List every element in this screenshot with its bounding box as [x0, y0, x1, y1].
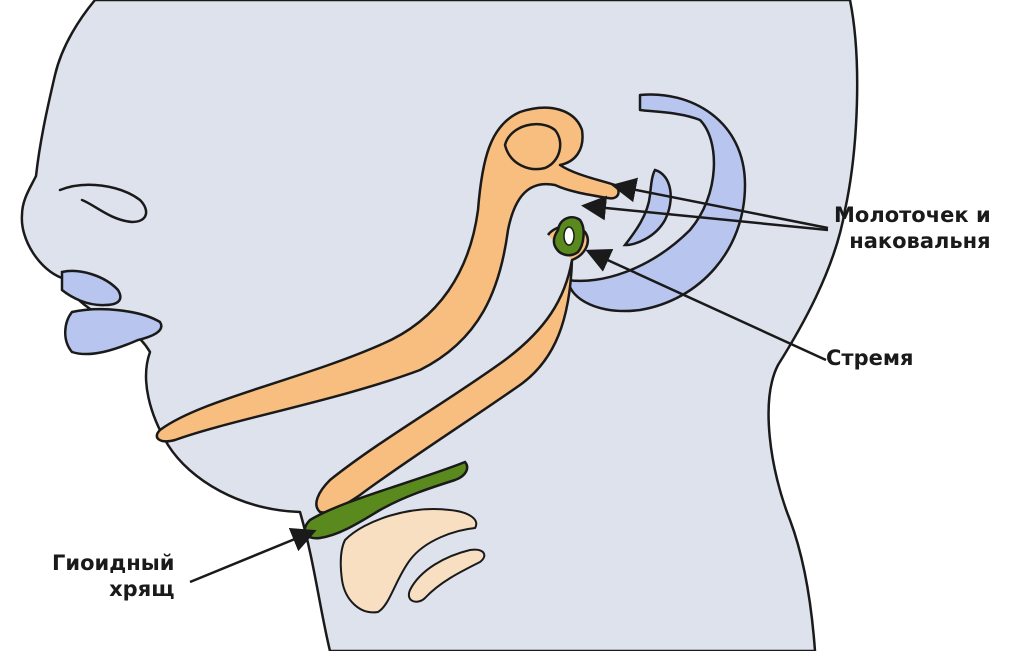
label-stapes: Стремя — [826, 345, 914, 371]
stapes-hole — [564, 227, 574, 245]
label-hyoid-line-1: Гиоидный — [52, 550, 174, 576]
label-hyoid: Гиоидный хрящ — [52, 550, 174, 603]
label-malleus-incus: Молоточек и наковальня — [834, 202, 991, 255]
label-hyoid-line-2: хрящ — [52, 576, 174, 602]
label-malleus-incus-line-1: Молоточек и — [834, 202, 991, 228]
label-malleus-incus-line-2: наковальня — [834, 228, 991, 254]
arrow-hyoid — [190, 532, 312, 582]
